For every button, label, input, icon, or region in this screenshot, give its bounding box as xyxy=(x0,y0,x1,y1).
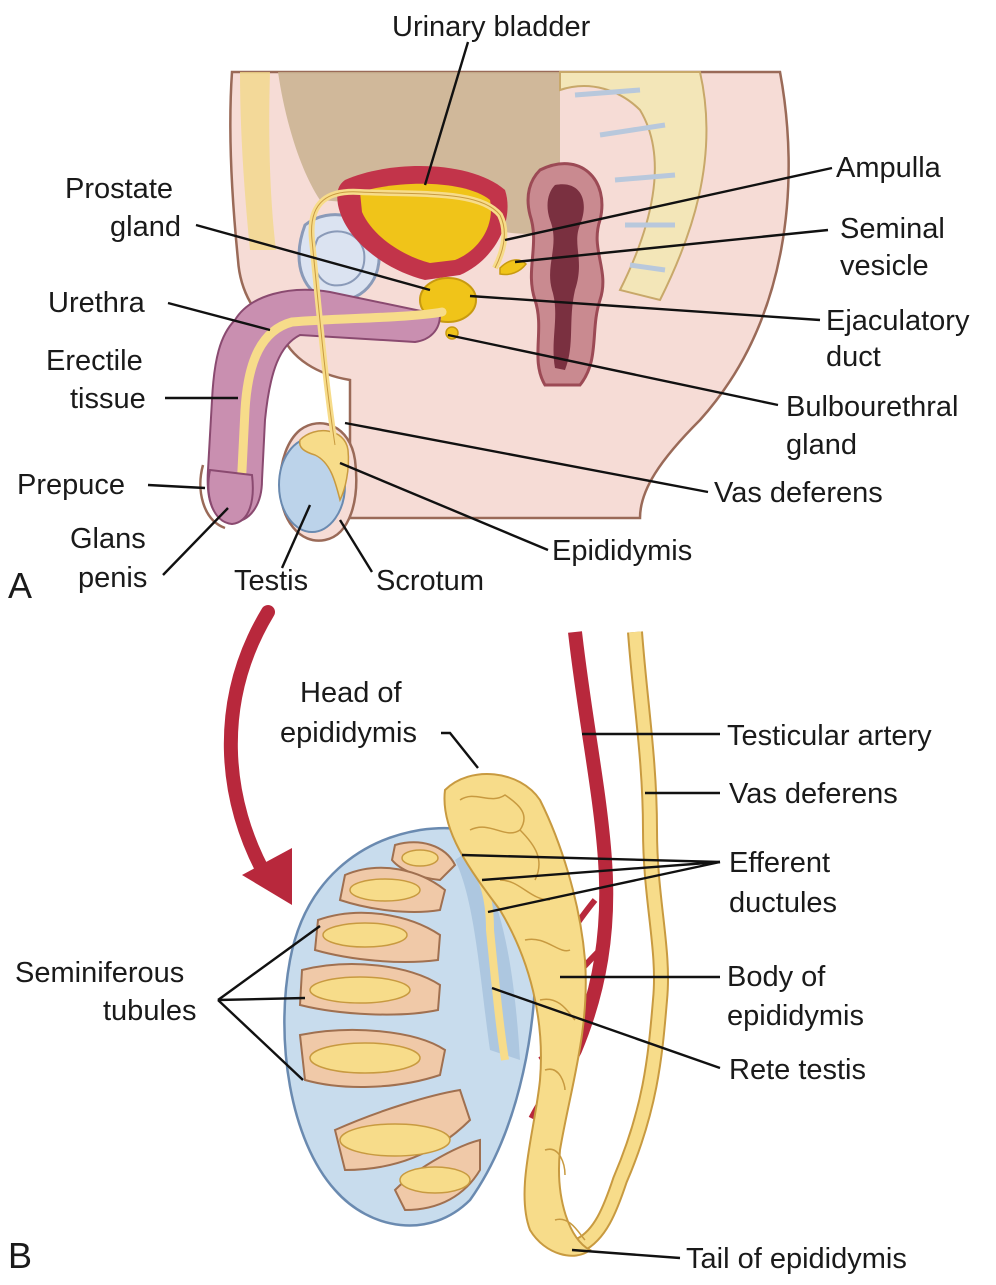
abdominal-wall xyxy=(240,72,276,250)
zoom-arrow xyxy=(223,605,292,905)
label-ejaculatory-line2: duct xyxy=(826,341,881,373)
label-bulbourethral-line2: gland xyxy=(786,429,857,461)
label-seminal-line1: Seminal xyxy=(840,213,945,245)
rectum-lumen xyxy=(547,184,584,370)
label-urinary-bladder: Urinary bladder xyxy=(392,11,591,43)
label-vas-deferens-b: Vas deferens xyxy=(729,778,898,810)
label-head-epididymis-line1: Head of xyxy=(300,677,403,709)
label-erectile-line1: Erectile xyxy=(46,345,143,377)
label-seminal-line2: vesicle xyxy=(840,250,929,282)
label-glans-line1: Glans xyxy=(70,523,146,555)
penis-shaft xyxy=(206,288,442,524)
label-epididymis: Epididymis xyxy=(552,535,692,567)
label-urethra: Urethra xyxy=(48,287,146,319)
vertebrae xyxy=(574,87,676,273)
label-head-epididymis-line2: epididymis xyxy=(280,717,417,749)
vas-deferens-tube-b-fill xyxy=(576,631,668,1251)
prepuce-fold xyxy=(199,464,226,530)
panel-b-illustration xyxy=(283,631,670,1257)
label-efferent-line1: Efferent xyxy=(729,847,830,879)
label-testis: Testis xyxy=(234,565,308,597)
seminal-vesicle xyxy=(499,259,527,276)
panel-label-a: A xyxy=(8,565,32,606)
epididymis-shape xyxy=(298,430,350,503)
label-body-epididymis-line2: epididymis xyxy=(727,1000,864,1032)
label-testicular-artery: Testicular artery xyxy=(727,720,932,752)
label-vas-deferens-a: Vas deferens xyxy=(714,477,883,509)
label-prepuce: Prepuce xyxy=(17,469,125,501)
label-seminiferous-line1: Seminiferous xyxy=(15,957,184,989)
label-prostate-line1: Prostate xyxy=(65,173,173,205)
glans xyxy=(207,468,254,526)
rete-testis-region xyxy=(455,850,520,1060)
bladder-urine xyxy=(360,183,491,263)
epididymis-body-b xyxy=(443,773,592,1257)
label-erectile-line2: tissue xyxy=(70,383,146,415)
panel-label-b: B xyxy=(8,1235,32,1276)
vas-deferens-outline xyxy=(311,191,505,446)
urethra-duct xyxy=(235,307,447,515)
label-rete-testis: Rete testis xyxy=(729,1054,866,1086)
label-prostate-line2: gland xyxy=(110,211,181,243)
seminiferous-tubule-coils xyxy=(309,849,471,1194)
leader-lines xyxy=(147,41,833,1260)
label-glans-line2: penis xyxy=(78,562,147,594)
label-body-epididymis-line1: Body of xyxy=(727,961,826,993)
label-bulbourethral-line1: Bulbourethral xyxy=(786,391,959,423)
label-seminiferous-line2: tubules xyxy=(103,995,197,1027)
label-tail-epididymis: Tail of epididymis xyxy=(686,1243,907,1275)
label-ampulla: Ampulla xyxy=(836,152,942,184)
label-scrotum: Scrotum xyxy=(376,565,484,597)
panel-a-illustration xyxy=(199,70,790,542)
label-efferent-line2: ductules xyxy=(729,887,837,919)
label-ejaculatory-line1: Ejaculatory xyxy=(826,305,970,337)
epididymis-coils xyxy=(459,794,586,1241)
